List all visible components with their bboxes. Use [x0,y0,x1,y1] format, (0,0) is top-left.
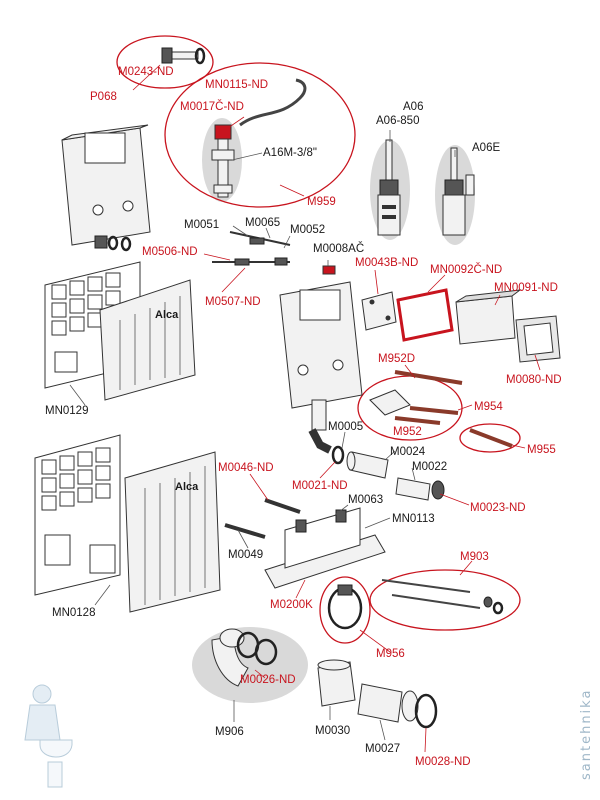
mn0128-frame-part [34,434,121,596]
label-mn0115: MN0115-ND [205,79,268,91]
label-a06: A06 [403,101,423,113]
label-m0080: M0080-ND [506,374,562,386]
m0030-sleeve-part [317,659,356,707]
label-m0026: M0026-ND [240,674,296,686]
alca-logo-top: Alca [155,309,179,321]
m0008-cap-part [322,265,336,275]
m0027-pipe-part [357,683,419,723]
label-m954: M954 [474,401,503,413]
m959-group-outline [164,62,356,208]
label-m0065: M0065 [245,217,280,229]
label-m0017: M0017Č-ND [180,100,244,113]
label-a06e: A06E [472,142,500,154]
label-mn0129: MN0129 [45,405,88,417]
m0243-screw-part [161,47,206,65]
m903-screw-set-part [381,579,504,615]
label-m0049: M0049 [228,549,263,561]
m0506-rod-part [212,257,290,266]
label-m959: M959 [307,196,336,208]
label-m952: M952 [393,426,422,438]
label-m952d: M952D [378,353,415,365]
label-m0506: M0506-ND [142,246,198,258]
mn0128-panel-part [124,451,221,613]
mn0092-gasket-part [396,288,454,342]
label-a16m: A16M-3/8" [263,147,317,159]
m0022-pipe-part [395,477,445,501]
label-a06-850: A06-850 [376,115,419,127]
m0026-elbow-part [211,628,278,687]
label-mn0113: MN0113 [392,513,435,525]
a06-flush-valve-part [377,139,401,236]
mn0115-hose-part [239,78,307,127]
m956-group-outline [319,576,371,644]
label-m0030: M0030 [315,725,350,737]
label-m0052: M0052 [290,224,325,236]
label-m0507: M0507-ND [205,296,261,308]
m0046-rod-part [264,498,301,514]
alca-logo-bottom: Alca [175,481,199,493]
watermark-text: santehnika [579,689,594,780]
label-m0200k: M0200K [270,599,313,611]
label-p068: P068 [90,91,117,103]
mn0129-panel-part [99,279,196,401]
m0024-pipe-part [346,451,389,479]
m0051-rod-part [229,231,291,246]
label-m0051: M0051 [184,219,219,231]
label-m956: M956 [376,648,405,660]
m952-rod-set-part [369,370,463,425]
label-m0063: M0063 [348,494,383,506]
a06e-flush-valve-part [442,147,475,236]
m903-group-outline [369,569,521,631]
mn0091-box-part [455,289,522,345]
m955-group-outline [459,423,521,453]
label-m906: M906 [215,726,244,738]
m0200k-bracket-part [264,507,386,589]
label-m0021: M0021-ND [292,480,348,492]
label-mn0128: MN0128 [52,607,95,619]
label-m0024: M0024 [390,446,426,458]
m0049-rod-part [224,523,266,539]
label-m0028: M0028-ND [415,756,471,768]
label-m0243: M0243-ND [118,66,174,78]
cistern-top-part [61,124,151,252]
m0080-frame-part [515,315,561,363]
label-m955: M955 [527,444,556,456]
cistern-middle-part [279,281,363,431]
m955-rod-part [469,428,513,448]
label-m0023: M0023-ND [470,502,526,514]
plumber-logo [24,684,73,788]
label-mn0092: MN0092Č-ND [430,263,502,276]
label-m0008: M0008AČ [313,242,364,255]
label-m0022: M0022 [412,461,447,473]
m0243-group-outline [116,35,214,89]
label-m0005: M0005 [328,421,363,433]
label-m0027: M0027 [365,743,400,755]
m0043-frame-part [361,291,397,331]
label-m0043: M0043B-ND [355,257,418,269]
label-m903: M903 [460,551,489,563]
label-mn0091: MN0091-ND [494,282,558,294]
m956-clamp-part [327,584,363,630]
m0026-highlight [192,627,308,703]
label-m0046: M0046-ND [218,462,274,474]
m0028-seal-part [414,693,438,729]
m0021-elbow-part [308,428,345,465]
